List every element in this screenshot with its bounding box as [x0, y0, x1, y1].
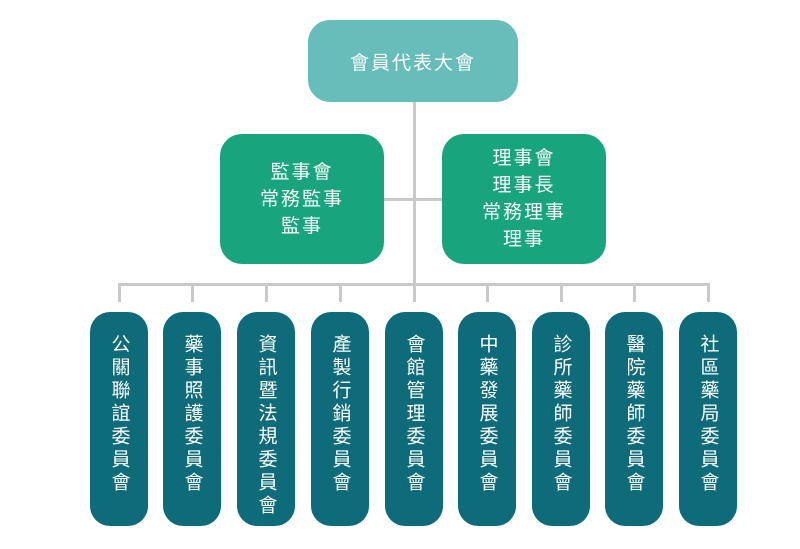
committee-node: 資訊暨法規委員會	[237, 312, 295, 526]
directors-line: 理事	[502, 228, 545, 250]
supervisors-line: 常務監事	[259, 187, 344, 210]
committee-label: 資訊暨法規委員會	[255, 334, 278, 518]
committee-label: 社區藥局委員會	[697, 334, 720, 495]
committee-label: 藥事照護委員會	[181, 334, 204, 495]
committee-node: 產製行銷委員會	[311, 312, 369, 526]
supervisors-line: 監事	[280, 214, 323, 237]
committee-drop-connector	[118, 283, 121, 302]
committee-node: 社區藥局委員會	[679, 312, 737, 526]
supervisors-node: 監事會 常務監事 監事	[220, 134, 384, 264]
committee-label: 會館管理委員會	[403, 334, 426, 495]
committee-label: 公關聯誼委員會	[108, 334, 131, 495]
committee-label: 中藥發展委員會	[476, 334, 499, 495]
committee-node: 會館管理委員會	[385, 312, 443, 526]
trunk-connector	[413, 102, 416, 302]
committee-node: 藥事照護委員會	[163, 312, 221, 526]
members-assembly-label: 會員代表大會	[349, 51, 476, 74]
supervisors-line: 監事會	[270, 160, 334, 183]
committee-drop-connector	[560, 283, 563, 302]
committee-label: 診所藥師委員會	[550, 334, 573, 495]
committee-drop-connector	[633, 283, 636, 302]
committee-drop-connector	[707, 283, 710, 302]
committee-node: 公關聯誼委員會	[90, 312, 148, 526]
committee-node: 診所藥師委員會	[532, 312, 590, 526]
directors-node: 理事會 理事長 常務理事 理事	[442, 134, 606, 264]
middle-cross-connector	[384, 198, 442, 201]
committee-drop-connector	[413, 283, 416, 302]
members-assembly-node: 會員代表大會	[308, 20, 518, 102]
committee-node: 中藥發展委員會	[458, 312, 516, 526]
directors-line: 常務理事	[481, 201, 566, 223]
committee-label: 產製行銷委員會	[329, 334, 352, 495]
committee-node: 醫院藥師委員會	[605, 312, 663, 526]
committee-drop-connector	[486, 283, 489, 302]
directors-line: 理事長	[492, 174, 556, 196]
committee-drop-connector	[339, 283, 342, 302]
committee-drop-connector	[265, 283, 268, 302]
committee-label: 醫院藥師委員會	[623, 334, 646, 495]
directors-line: 理事會	[492, 147, 556, 169]
committee-drop-connector	[191, 283, 194, 302]
